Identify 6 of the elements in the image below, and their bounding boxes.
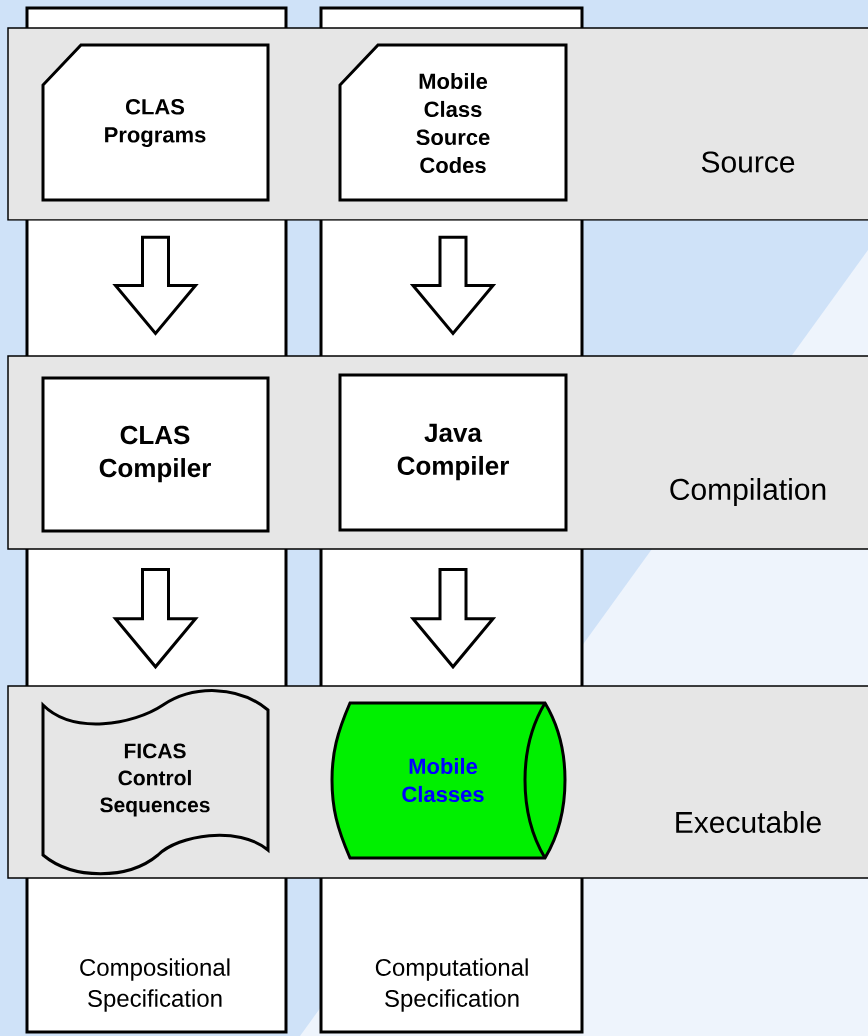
block-arrow	[409, 235, 497, 336]
block-arrow	[409, 568, 497, 670]
block-arrow	[112, 568, 199, 670]
process-box: Java Compiler	[338, 373, 568, 532]
process-box: CLAS Compiler	[41, 376, 270, 533]
block-arrow	[112, 235, 199, 336]
